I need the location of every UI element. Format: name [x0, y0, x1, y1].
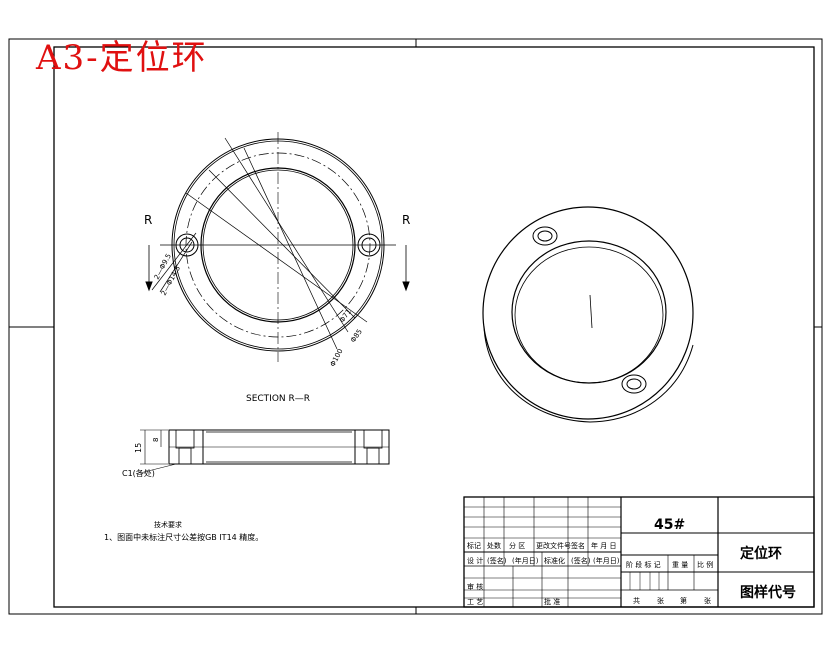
dim-depth: 8 — [152, 438, 160, 442]
drawing-number: 图样代号 — [740, 585, 796, 601]
sheet-info-current: 第 — [680, 597, 687, 605]
section-marker-left: R — [144, 213, 153, 227]
notes-title: 技术要求 — [154, 521, 182, 529]
row-label-5: 签名 — [571, 542, 585, 550]
dim-chamfer: C1(各处) — [122, 469, 155, 478]
sign-row-2: (签名) — [487, 557, 507, 565]
row-label-3: 分 区 — [509, 542, 526, 550]
notes-line-1: 1、图面中未标注尺寸公差按GB IT14 精度。 — [104, 533, 264, 542]
section-marker-right: R — [402, 213, 411, 227]
sheet-info-total: 共 — [633, 597, 640, 605]
dim-d2: Φ85 — [349, 328, 364, 344]
row-label-6: 年 月 日 — [591, 542, 617, 550]
approve-label: 批 准 — [544, 598, 561, 606]
weight-label: 重 量 — [672, 561, 689, 569]
dim-d3: Φ100 — [329, 348, 345, 368]
row-label-2: 处数 — [487, 542, 501, 550]
review-label: 审 核 — [467, 583, 484, 591]
stage-label: 阶 段 标 记 — [626, 561, 661, 569]
section-title: SECTION R—R — [246, 394, 311, 404]
sign-row-1: 设 计 — [467, 557, 484, 565]
scale-label: 比 例 — [697, 561, 714, 569]
front-view — [145, 132, 410, 362]
dim-height: 15 — [134, 443, 143, 453]
row-label-1: 标记 — [467, 542, 481, 550]
outer-frame — [8, 38, 823, 615]
sign-row-3: (年月日) — [512, 557, 539, 565]
title-block-grid — [463, 496, 815, 608]
sheet-label: A3-定位环 — [36, 38, 208, 78]
sheet-info-unit2: 张 — [704, 597, 711, 605]
sign-row-6: (年月日) — [593, 557, 620, 565]
sign-row-5: (签名) — [571, 557, 591, 565]
row-label-4: 更改文件号 — [536, 542, 571, 550]
section-view — [139, 429, 390, 474]
sign-row-4: 标准化 — [544, 557, 565, 565]
center-marks — [9, 39, 822, 614]
process-label: 工 艺 — [467, 598, 484, 606]
sheet-info-unit1: 张 — [657, 597, 664, 605]
part-name: 定位环 — [740, 546, 782, 562]
iso-view — [482, 206, 694, 423]
material-label: 45# — [654, 517, 686, 533]
